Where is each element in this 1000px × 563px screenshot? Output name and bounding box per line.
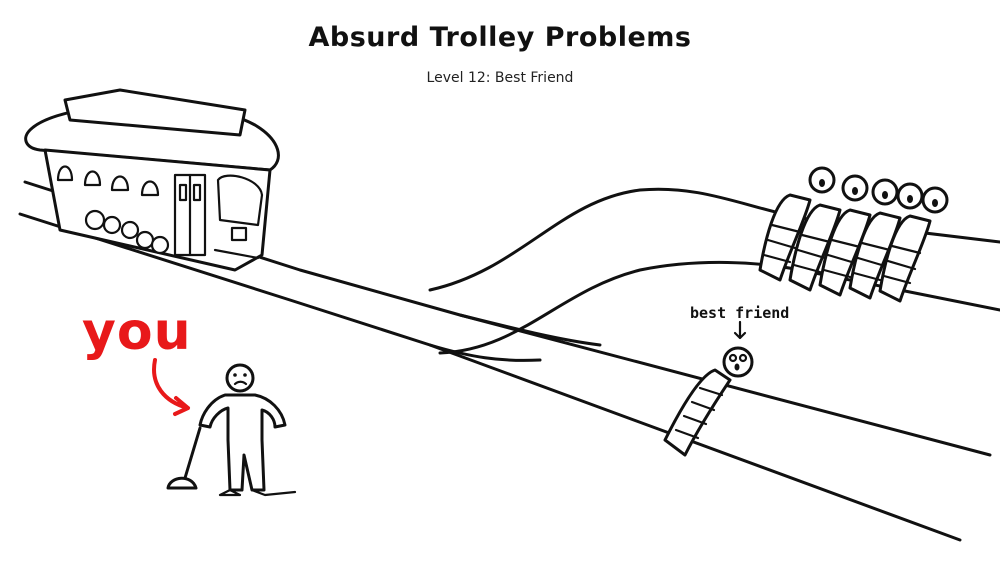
best-friend-person bbox=[663, 320, 754, 457]
subtitle: Level 12: Best Friend bbox=[426, 70, 574, 86]
tied-person bbox=[848, 182, 924, 300]
best-friend-label: best friend bbox=[690, 304, 790, 322]
title: Absurd Trolley Problems bbox=[308, 22, 692, 53]
you-label: you bbox=[82, 302, 192, 362]
trolley bbox=[24, 88, 280, 272]
you-person bbox=[198, 363, 297, 497]
lever[interactable] bbox=[166, 426, 202, 490]
tied-person bbox=[758, 166, 836, 282]
tied-person bbox=[878, 186, 949, 303]
you-arrow bbox=[152, 358, 190, 416]
five-people-group bbox=[758, 166, 949, 303]
railway-tracks bbox=[18, 180, 1000, 542]
